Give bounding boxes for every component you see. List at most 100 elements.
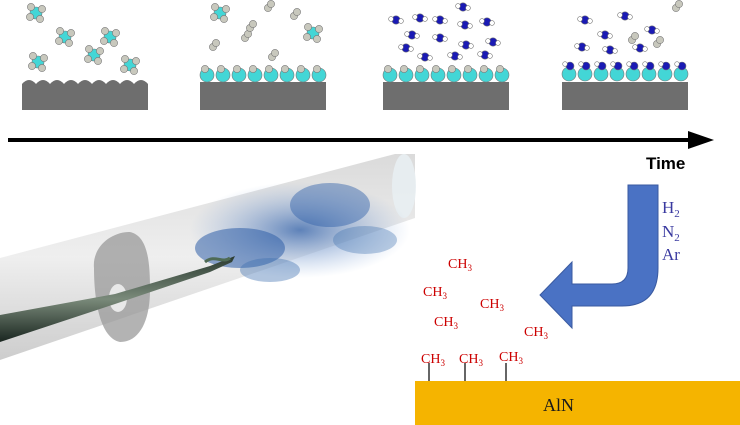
ligand-atom <box>121 55 129 63</box>
hydrogen-atom <box>477 51 483 57</box>
ligand-byproduct <box>675 0 683 8</box>
hydrogen-atom <box>617 12 623 18</box>
hydrogen-atom <box>658 61 664 67</box>
hydrogen-atom <box>574 43 580 49</box>
gas-item-nitrogen: N2 <box>662 222 680 244</box>
hydrogen-atom <box>442 36 448 42</box>
hydrogen-atom <box>408 46 414 52</box>
ligand-atom <box>313 65 321 73</box>
ligand-atom <box>110 39 118 47</box>
hydrogen-atom <box>674 61 680 67</box>
surface-bonds <box>428 363 507 381</box>
hydrogen-atom <box>632 44 638 50</box>
stage-2-precursor-chemisorbed <box>200 82 326 110</box>
hydrogen-atom <box>465 5 471 11</box>
ligand-byproduct <box>212 39 220 47</box>
ligand-atom <box>211 3 219 11</box>
ligand-atom <box>220 15 228 23</box>
hydrogen-atom <box>487 53 493 59</box>
hydrogen-atom <box>577 16 583 22</box>
methyl-group: CH3 <box>524 325 548 341</box>
hydrogen-atom <box>417 53 423 59</box>
hydrogen-atom <box>455 3 461 9</box>
ligand-atom <box>27 3 35 11</box>
hydrogen-atom <box>607 33 613 39</box>
ligand-atom <box>94 57 102 65</box>
ligand-atom <box>432 65 440 73</box>
ligand-atom <box>67 29 75 37</box>
hydrogen-atom <box>467 23 473 29</box>
aln-substrate <box>415 381 740 425</box>
ligand-atom <box>36 15 44 23</box>
hydrogen-atom <box>404 31 410 37</box>
ligand-atom <box>38 5 46 13</box>
ligand-byproduct <box>293 8 301 16</box>
hydrogen-atom <box>398 18 404 24</box>
ligand-atom <box>297 65 305 73</box>
ligand-byproduct <box>267 0 275 8</box>
ligand-atom <box>222 5 230 13</box>
ligand-atom <box>217 65 225 73</box>
ligand-atom <box>56 27 64 35</box>
methyl-group: CH3 <box>448 257 472 273</box>
ligand-atom <box>303 33 311 41</box>
methyl-group: CH3 <box>480 297 504 313</box>
hydrogen-atom <box>412 14 418 20</box>
hydrogen-atom <box>642 46 648 52</box>
ligand-byproduct <box>631 32 639 40</box>
hydrogen-atom <box>489 20 495 26</box>
hydrogen-atom <box>642 61 648 67</box>
ligand-atom <box>65 39 73 47</box>
tube-end-cap <box>392 154 416 218</box>
ligand-atom <box>96 47 104 55</box>
ligand-atom <box>100 37 108 45</box>
ligand-atom <box>29 52 37 60</box>
hydrogen-atom <box>468 43 474 49</box>
hydrogen-atom <box>479 18 485 24</box>
ligand-atom <box>85 45 93 53</box>
stage-4-reactant-chemisorbed <box>562 82 688 110</box>
ligand-atom <box>201 65 209 73</box>
ligand-atom <box>28 62 36 70</box>
gas-list: H2 N2 Ar <box>662 198 680 264</box>
hydrogen-atom <box>457 54 463 60</box>
hydrogen-atom <box>495 40 501 46</box>
ligand-byproduct <box>271 49 279 57</box>
hydrogen-atom <box>458 41 464 47</box>
flow-plume-cloud <box>240 258 300 282</box>
ligand-atom <box>281 65 289 73</box>
stage-3-reactant-pulse <box>383 82 509 110</box>
methyl-group: CH3 <box>499 350 523 366</box>
methyl-group: CH3 <box>421 352 445 368</box>
ligand-atom <box>132 57 140 65</box>
hydrogen-atom <box>627 14 633 20</box>
ligand-atom <box>304 23 312 31</box>
hydrogen-atom <box>562 61 568 67</box>
hydrogen-atom <box>610 61 616 67</box>
methyl-group: CH3 <box>459 352 483 368</box>
molecule-particles <box>26 0 689 83</box>
ligand-atom <box>265 65 273 73</box>
gas-item-hydrogen: H2 <box>662 198 680 220</box>
hydrogen-atom <box>414 33 420 39</box>
hydrogen-atom <box>442 18 448 24</box>
ligand-atom <box>55 37 63 45</box>
stage-1-precursor-pulse <box>22 80 148 110</box>
time-arrow <box>8 131 714 149</box>
hydrogen-atom <box>427 55 433 61</box>
ligand-atom <box>249 65 257 73</box>
ligand-atom <box>40 54 48 62</box>
jet-filament <box>204 256 231 264</box>
ligand-atom <box>416 65 424 73</box>
ligand-atom <box>233 65 241 73</box>
flow-simulation-render <box>0 154 416 360</box>
surface-block <box>200 82 326 110</box>
hydrogen-atom <box>584 45 590 51</box>
hydrogen-atom <box>432 34 438 40</box>
ligand-atom <box>38 64 46 72</box>
aln-label: AlN <box>543 395 574 415</box>
hydrogen-atom <box>644 26 650 32</box>
ligand-byproduct <box>656 36 664 44</box>
surface-block <box>383 82 509 110</box>
